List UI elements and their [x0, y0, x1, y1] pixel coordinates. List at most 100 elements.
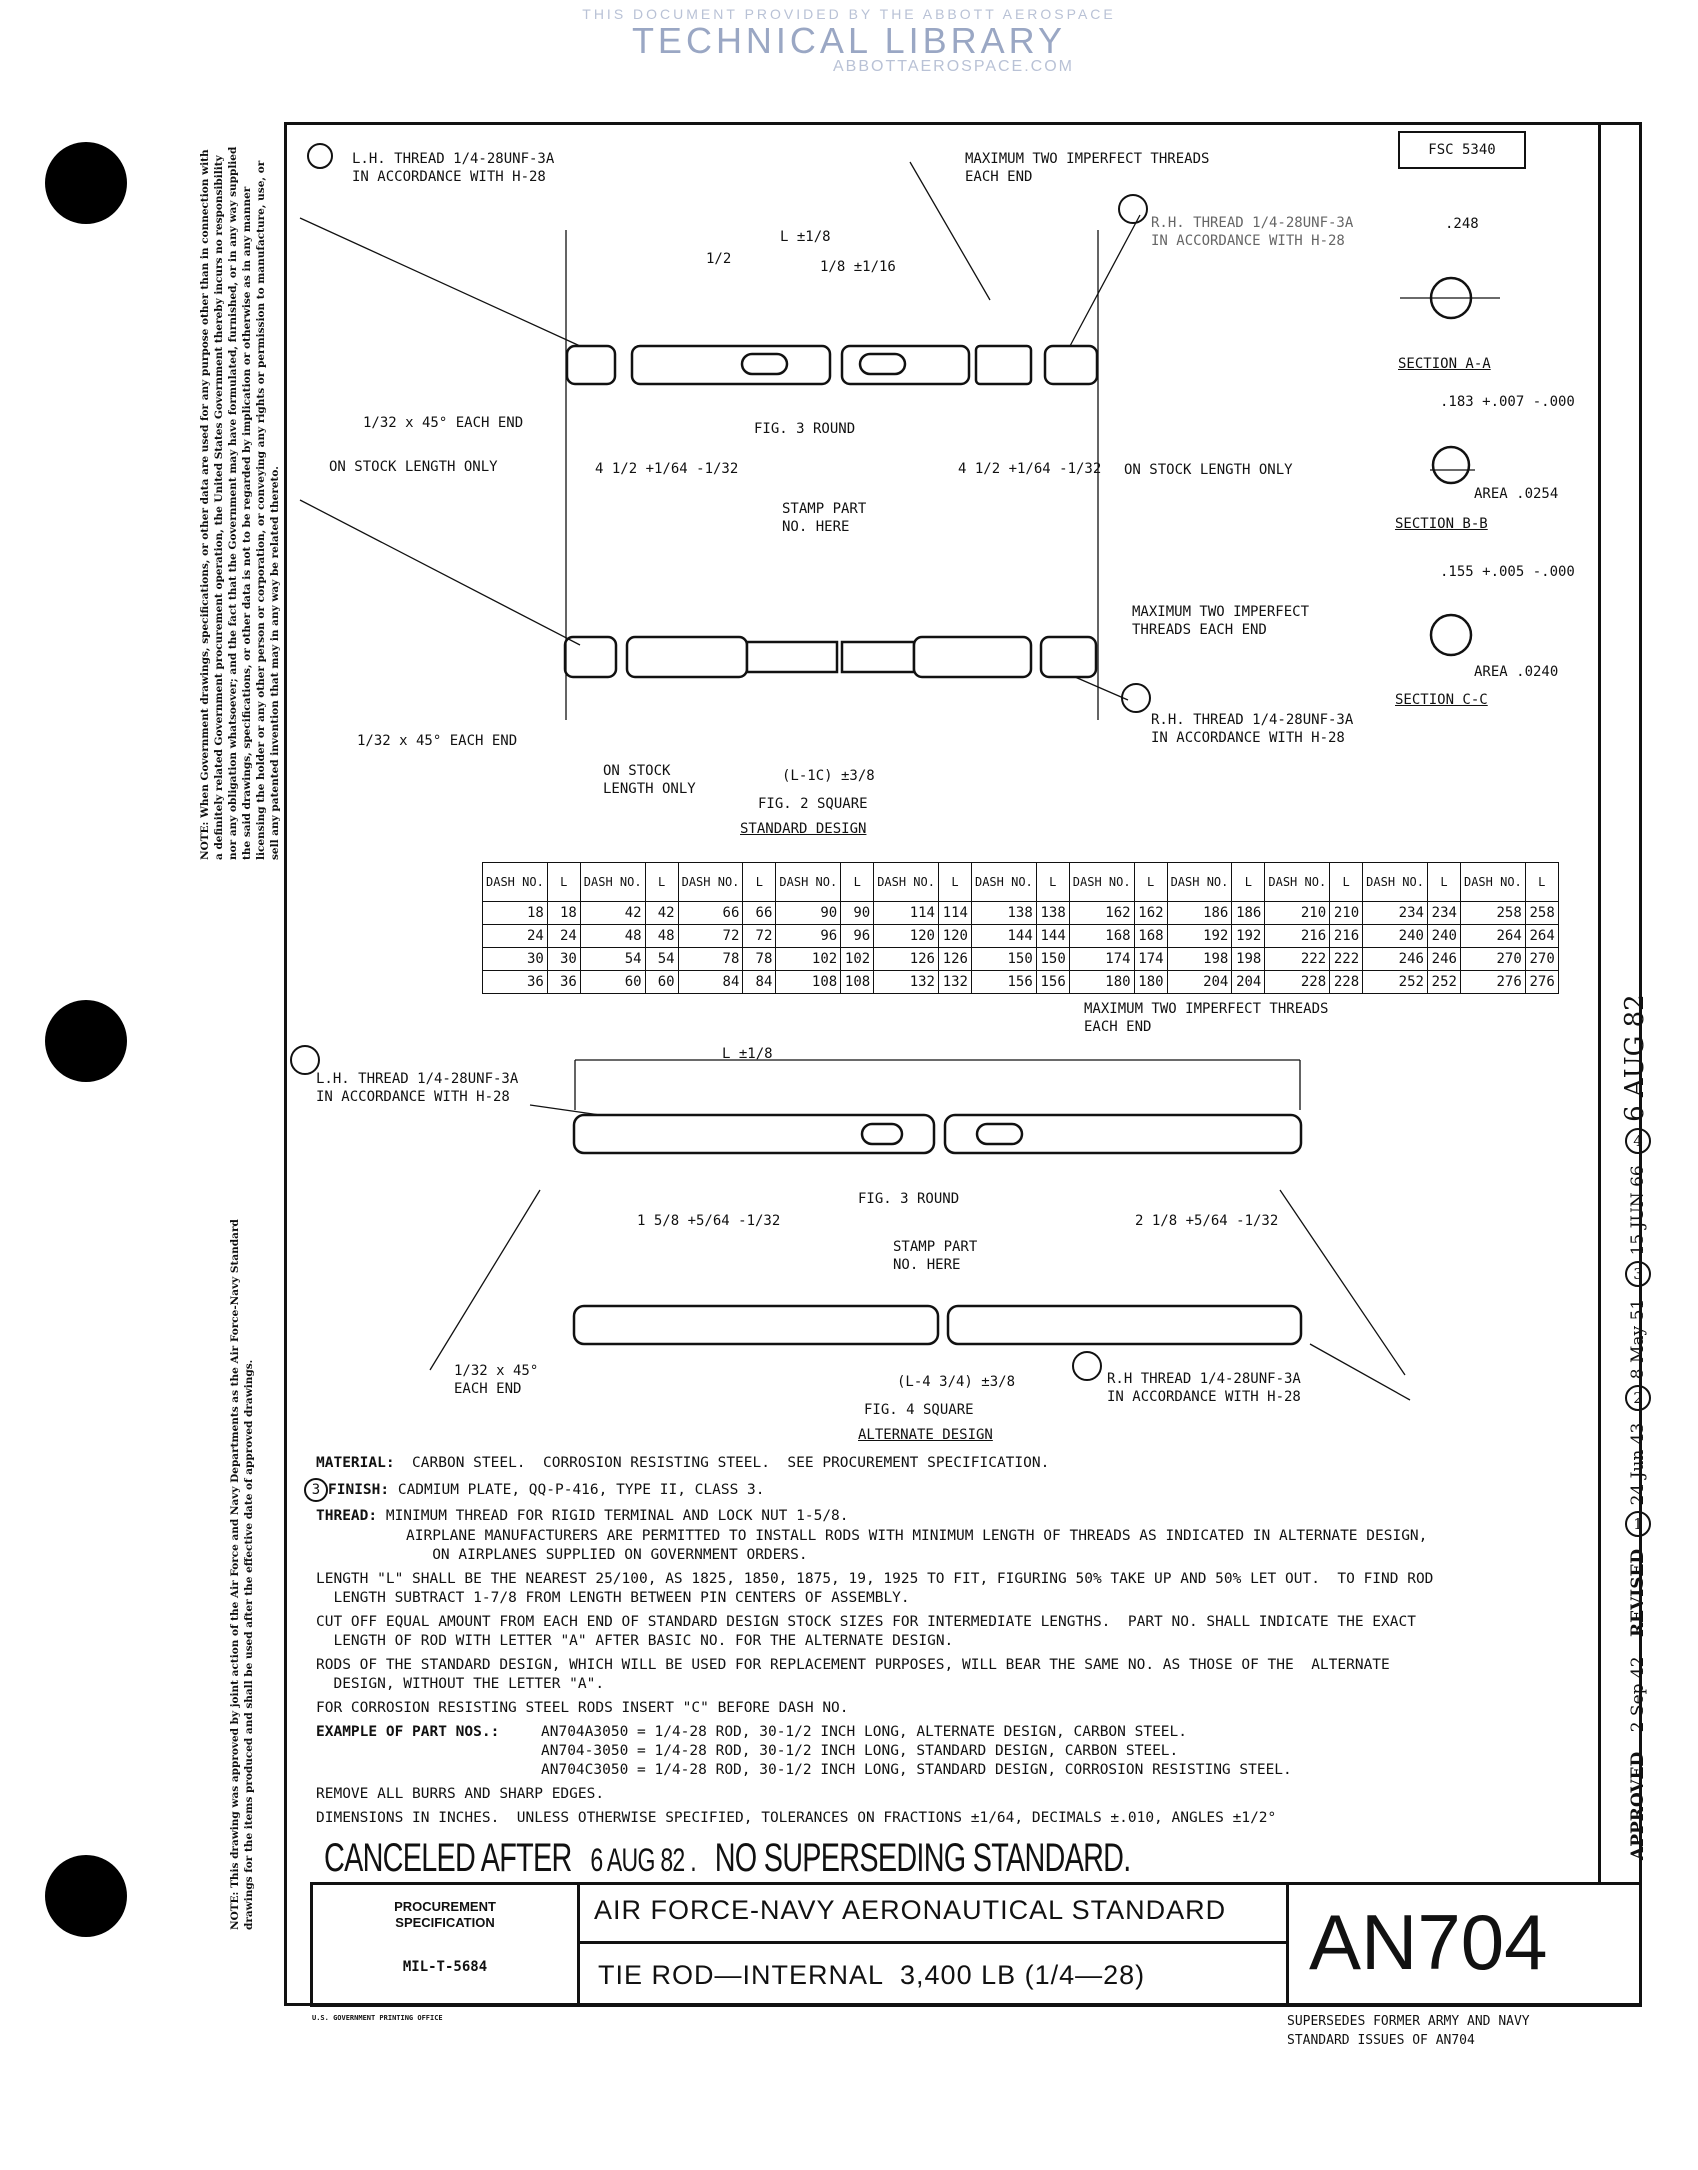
cancellation-notice: CANCELED AFTER 6 AUG 82 . NO SUPERSEDING… [324, 1836, 1131, 1882]
length-cell: 90 [840, 901, 875, 925]
example-part-no: AN704C3050 = 1/4-28 ROD, 30-1/2 INCH LON… [541, 1762, 1292, 1778]
watermark-provided-by: THIS DOCUMENT PROVIDED BY THE ABBOTT AER… [582, 6, 1116, 22]
supersedes-note: SUPERSEDES FORMER ARMY AND NAVY STANDARD… [1287, 2014, 1530, 2048]
dim-half: 1/2 [706, 251, 732, 267]
material-label: MATERIAL: [316, 1455, 395, 1471]
fig4-lh-thread-note: L.H. THREAD 1/4-28UNF-3A IN ACCORDANCE W… [316, 1071, 519, 1105]
thread-label: THREAD: [316, 1508, 378, 1524]
length-cell: 270 [1524, 947, 1559, 971]
dash-no-cell: 240 [1362, 924, 1428, 948]
alt-rod-body [946, 1304, 1303, 1346]
dash-no-cell: 96 [775, 924, 842, 948]
length-cell: 150 [1035, 947, 1070, 971]
watermark-url: ABBOTTAEROSPACE.COM [833, 58, 1074, 75]
rod-body [630, 344, 832, 386]
fig2-caption: FIG. 2 SQUARE [758, 796, 868, 812]
rod-body [912, 635, 1033, 679]
note-material: MATERIAL: CARBON STEEL. CORROSION RESIST… [316, 1454, 1576, 1473]
fig3-round-caption-2: FIG. 3 ROUND [858, 1191, 960, 1207]
length-header: L [1133, 862, 1168, 902]
dash-no-header: DASH NO. [970, 862, 1037, 902]
stock-length-note-right: ON STOCK LENGTH ONLY [1124, 462, 1293, 478]
watermark-title: TECHNICAL LIBRARY [631, 20, 1067, 61]
dash-no-header: DASH NO. [873, 862, 939, 902]
dash-no-cell: 264 [1459, 924, 1526, 948]
length-cell: 114 [937, 901, 972, 925]
fig4-caption: FIG. 4 SQUARE [864, 1402, 974, 1418]
dash-no-header: DASH NO. [677, 862, 744, 902]
section-a-value: .248 [1445, 216, 1479, 232]
length-cell: 78 [742, 947, 777, 971]
section-b-area: AREA .0254 [1474, 486, 1559, 502]
note-dimensions: DIMENSIONS IN INCHES. UNLESS OTHERWISE S… [316, 1810, 1277, 1826]
length-header: L [1035, 862, 1070, 902]
section-c-circle [1429, 613, 1473, 657]
dash-no-cell: 192 [1166, 924, 1233, 948]
note-examples: EXAMPLE OF PART NOS.: AN704A3050 = 1/4-2… [316, 1723, 1576, 1780]
dash-no-cell: 210 [1264, 901, 1331, 925]
length-cell: 60 [644, 970, 679, 994]
standard-design-caption: STANDARD DESIGN [740, 821, 867, 837]
section-b-label: SECTION B-B [1395, 516, 1488, 532]
length-cell: 174 [1133, 947, 1168, 971]
length-cell: 246 [1426, 947, 1461, 971]
thread-text: MINIMUM THREAD FOR RIGID TERMINAL AND LO… [385, 1508, 849, 1524]
length-cell: 222 [1329, 947, 1364, 971]
cancel-date: 6 AUG 82 . [590, 1842, 696, 1878]
general-notes: MATERIAL: CARBON STEEL. CORROSION RESIST… [304, 1454, 1576, 1828]
rod-square-section [745, 640, 839, 674]
section-b-circle [1431, 445, 1471, 485]
procurement-spec-number: MIL-T-5684 [402, 1959, 488, 1975]
example-label: EXAMPLE OF PART NOS.: [316, 1724, 500, 1740]
fig2-rh-thread-note-top: R.H. THREAD 1/4-28UNF-3A IN ACCORDANCE W… [1151, 215, 1354, 249]
dash-no-cell: 228 [1264, 970, 1331, 994]
fig4-l-tolerance: L ±1/8 [722, 1046, 773, 1062]
chamfer-note-2: 1/32 x 45° EACH END [357, 733, 518, 749]
length-cell: 84 [742, 970, 777, 994]
dash-no-header: DASH NO. [579, 862, 646, 902]
fig2-rh-thread-note: R.H. THREAD 1/4-28UNF-3A IN ACCORDANCE W… [1151, 712, 1354, 746]
no-superseding-standard: NO SUPERSEDING STANDARD. [714, 1836, 1132, 1880]
dash-no-header: DASH NO. [1264, 862, 1331, 902]
dash-no-cell: 198 [1166, 947, 1233, 971]
dash-no-cell: 246 [1362, 947, 1428, 971]
section-c-area: AREA .0240 [1474, 664, 1559, 680]
note-rods: RODS OF THE STANDARD DESIGN, WHICH WILL … [316, 1657, 1390, 1692]
rod-end-threaded [1039, 635, 1098, 679]
length-cell: 192 [1231, 924, 1266, 948]
dim-one-five-eighths: 1 5/8 +5/64 -1/32 [637, 1213, 781, 1229]
dash-no-cell: 120 [873, 924, 939, 948]
length-cell: 252 [1426, 970, 1461, 994]
dash-no-cell: 114 [873, 901, 939, 925]
chamfer-note-3: 1/32 x 45° EACH END [454, 1363, 539, 1397]
dash-no-cell: 30 [482, 947, 548, 971]
rod-end-threaded [565, 344, 617, 386]
length-cell: 198 [1231, 947, 1266, 971]
punch-hole [45, 1000, 127, 1082]
length-header: L [1426, 862, 1461, 902]
note-length: LENGTH "L" SHALL BE THE NEAREST 25/100, … [316, 1571, 1434, 1606]
length-cell: 66 [742, 901, 777, 925]
dash-no-header: DASH NO. [1459, 862, 1526, 902]
length-cell: 264 [1524, 924, 1559, 948]
finish-label: FINISH: [328, 1482, 390, 1498]
dash-no-cell: 126 [873, 947, 939, 971]
dash-no-cell: 78 [677, 947, 744, 971]
example-part-no: AN704-3050 = 1/4-28 ROD, 30-1/2 INCH LON… [541, 1743, 1179, 1759]
rod-slot [975, 1122, 1024, 1146]
length-header: L [546, 862, 581, 902]
rod-end-threaded [563, 635, 618, 679]
fig2-max-threads-note: MAXIMUM TWO IMPERFECT THREADS EACH END [965, 151, 1210, 185]
dash-no-cell: 258 [1459, 901, 1526, 925]
length-cell: 162 [1133, 901, 1168, 925]
alt-rod-body [572, 1113, 936, 1155]
revision-marker: 3 [304, 1478, 328, 1502]
length-cell: 18 [546, 901, 581, 925]
note-thread: THREAD: MINIMUM THREAD FOR RIGID TERMINA… [316, 1507, 1576, 1526]
